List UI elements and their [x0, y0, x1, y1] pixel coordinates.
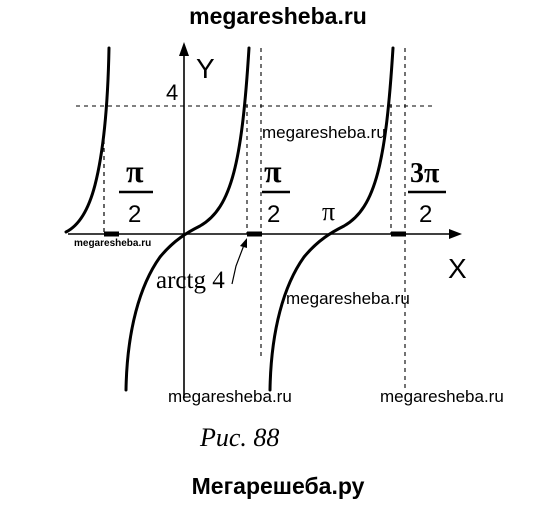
watermark-bottom: Мегарешеба.ру [192, 473, 365, 499]
label-three-pi-half-den: 2 [419, 201, 432, 228]
label-pi-half-num: π [264, 153, 282, 189]
tangent-branch-right [268, 46, 395, 392]
label-pi: π [322, 197, 335, 226]
x-axis-label: X [448, 253, 467, 284]
watermark-axis: megaresheba.ru [74, 238, 151, 249]
label-arctg-4: arctg 4 [156, 267, 225, 294]
tangent-branch-left [64, 46, 111, 234]
watermark-bottom-left: megaresheba.ru [168, 387, 292, 406]
label-three-pi-half-num: 3π [410, 158, 440, 189]
label-pi-half-left-num: π [126, 153, 144, 189]
arctg-pointer-line [231, 244, 245, 285]
watermark-mid-right: megaresheba.ru [262, 123, 386, 142]
label-pi-half-den: 2 [267, 201, 280, 228]
label-pi-half-left-den: 2 [128, 201, 141, 228]
watermark-top: megaresheba.ru [189, 3, 367, 29]
figure-caption: Рис. 88 [199, 423, 279, 452]
arctg-pointer-arrow [240, 238, 247, 248]
tangent-branch-center [124, 46, 251, 392]
watermark-bottom-right: megaresheba.ru [380, 387, 504, 406]
x-axis-arrow [449, 229, 462, 239]
y-axis-label: Y [196, 53, 215, 84]
watermark-lower-center: megaresheba.ru [286, 289, 410, 308]
y-axis-arrow [179, 42, 189, 56]
y-tick-4: 4 [166, 80, 178, 105]
